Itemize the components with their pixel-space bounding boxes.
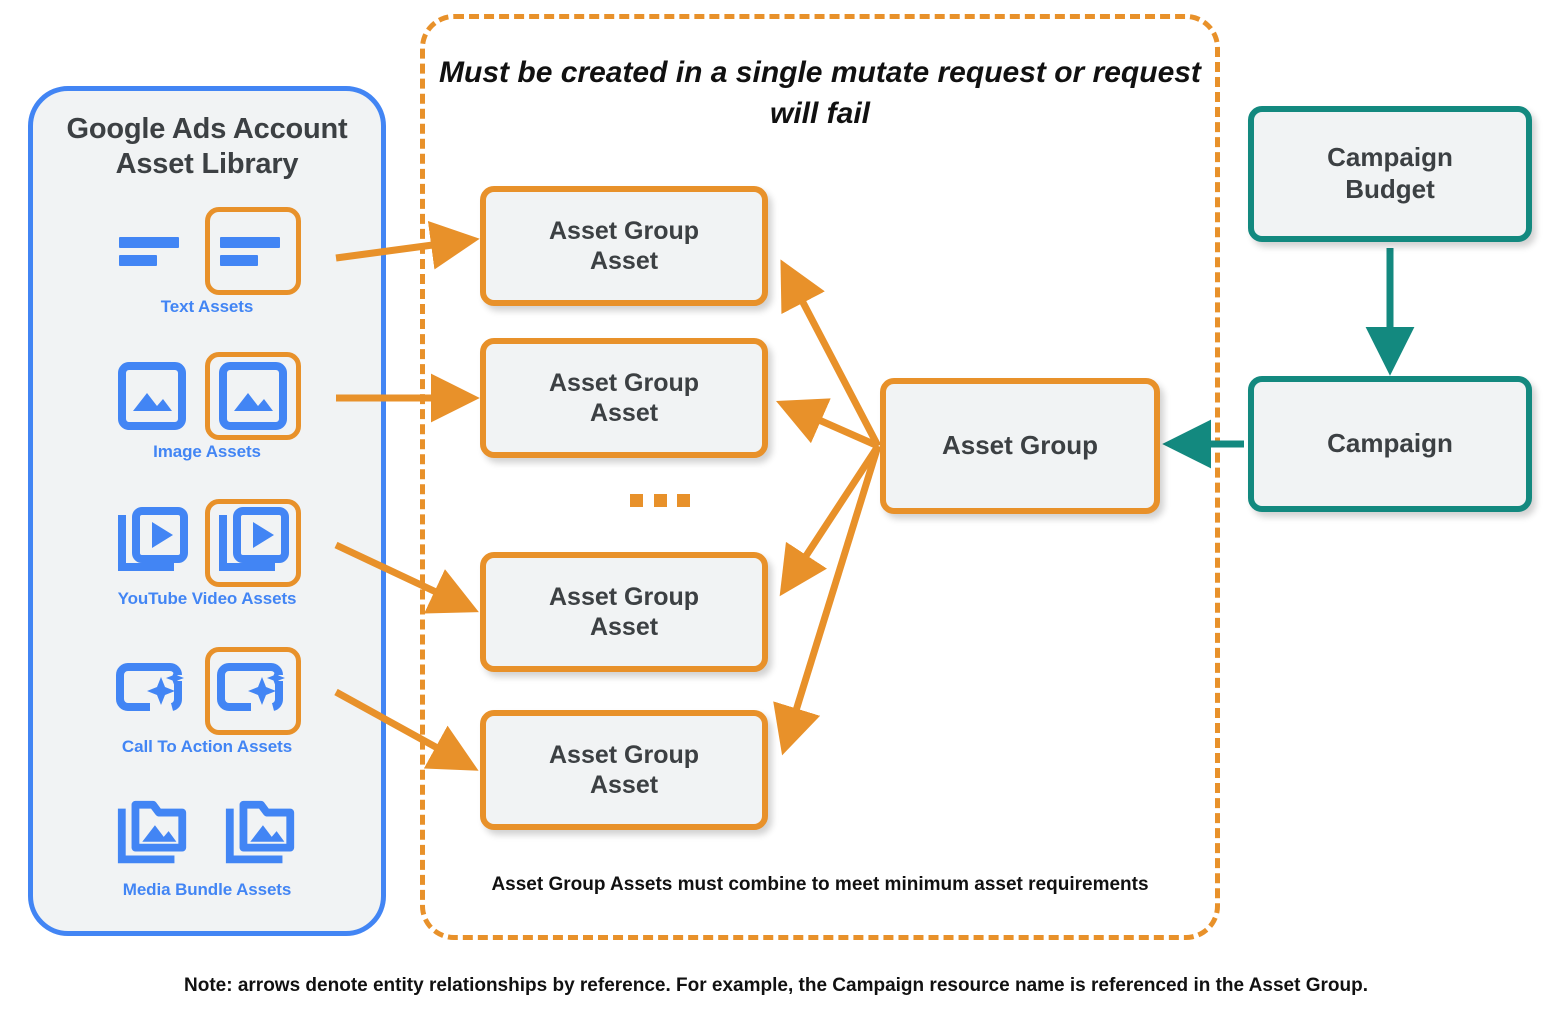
aga-3-line-2: Asset: [589, 613, 659, 641]
arrow-asset-group-to-aga-3: [779, 444, 881, 597]
library-to-asset-group-asset-arrows: [334, 220, 480, 771]
asset-row-media-bundle: Media Bundle Assets: [28, 788, 386, 912]
arrow-asset-group-to-aga-1: [780, 259, 882, 448]
asset-row-image: Image Assets: [28, 350, 386, 474]
aga-1-line-1: Asset Group: [548, 216, 700, 245]
ellipsis-dot-2: [653, 493, 667, 507]
aga-4-line-1: Asset Group: [548, 740, 700, 769]
arrow-video-asset-to-aga-3: [334, 541, 479, 614]
asset-caption-youtube-video: YouTube Video Assets: [117, 589, 297, 608]
asset-library-title: Google Ads Account Asset Library: [28, 112, 386, 183]
aga-1-line-2: Asset: [589, 247, 659, 275]
arrow-cta-asset-to-aga-4: [334, 688, 479, 771]
campaign-node[interactable]: Campaign: [1248, 376, 1532, 512]
asset-caption-image: Image Assets: [153, 442, 261, 461]
campaign-label: Campaign: [1327, 428, 1453, 459]
asset-row-call-to-action: Call To Action Assets: [28, 645, 386, 769]
asset-group-asset-node-2[interactable]: Asset Group Asset: [480, 338, 768, 458]
asset-row-text: Text Assets: [28, 205, 386, 329]
asset-group-label: Asset Group: [941, 430, 1099, 461]
asset-group-asset-node-4[interactable]: Asset Group Asset: [480, 710, 768, 830]
asset-icon-group-text: [28, 205, 386, 297]
asset-row-youtube-video: YouTube Video Assets: [28, 497, 386, 621]
media-bundle-asset-icon: [114, 795, 192, 873]
text-asset-icon: [113, 212, 191, 290]
image-asset-icon-selected[interactable]: [205, 352, 301, 440]
asset-icon-group-youtube-video: [28, 497, 386, 589]
asset-group-to-asset-group-asset-arrows: [773, 259, 882, 756]
arrow-text-asset-to-aga-1: [335, 220, 480, 270]
ellipsis-dot-1: [630, 493, 643, 507]
campaign-budget-line-1: Campaign: [1327, 142, 1453, 173]
asset-icon-group-media-bundle: [28, 788, 386, 880]
aga-2-line-2: Asset: [589, 399, 659, 427]
asset-caption-media-bundle: Media Bundle Assets: [122, 880, 292, 899]
asset-group-node[interactable]: Asset Group: [880, 378, 1160, 514]
asset-icon-group-image: [28, 350, 386, 442]
ellipsis-indicator: [630, 492, 690, 508]
media-bundle-asset-icon-2: [222, 795, 300, 873]
mutate-request-container: [420, 14, 1220, 940]
youtube-video-asset-icon: [113, 504, 191, 582]
campaign-budget-line-2: Budget: [1345, 174, 1435, 204]
ellipsis-dot-3: [677, 493, 690, 507]
mutate-title-line-2: or request will fail: [769, 56, 1201, 131]
youtube-video-asset-icon-selected[interactable]: [205, 499, 301, 587]
asset-caption-text: Text Assets: [160, 297, 254, 316]
call-to-action-asset-icon: [113, 652, 191, 730]
aga-2-line-1: Asset Group: [548, 368, 700, 397]
call-to-action-asset-icon-selected[interactable]: [205, 647, 301, 735]
arrow-asset-group-to-aga-2: [776, 398, 880, 450]
diagram-note: Note: arrows denote entity relationships…: [184, 975, 1368, 996]
text-asset-icon-selected[interactable]: [205, 207, 301, 295]
asset-group-asset-node-1[interactable]: Asset Group Asset: [480, 186, 768, 306]
aga-3-line-1: Asset Group: [548, 582, 700, 611]
arrow-asset-group-to-aga-4: [773, 444, 882, 756]
asset-group-asset-node-3[interactable]: Asset Group Asset: [480, 552, 768, 672]
asset-icon-group-call-to-action: [28, 645, 386, 737]
mutate-title-line-1: Must be created in a single mutate reque…: [439, 56, 1046, 89]
image-asset-icon: [113, 357, 191, 435]
asset-caption-call-to-action: Call To Action Assets: [121, 737, 293, 756]
campaign-budget-node[interactable]: Campaign Budget: [1248, 106, 1532, 242]
asset-library-title-line-2: Asset Library: [115, 148, 299, 181]
aga-4-line-2: Asset: [589, 771, 659, 799]
asset-library-title-line-1: Google Ads Account: [66, 113, 348, 145]
mutate-footnote: Asset Group Assets must combine to meet …: [491, 874, 1149, 895]
mutate-request-title: Must be created in a single mutate reque…: [430, 52, 1210, 135]
